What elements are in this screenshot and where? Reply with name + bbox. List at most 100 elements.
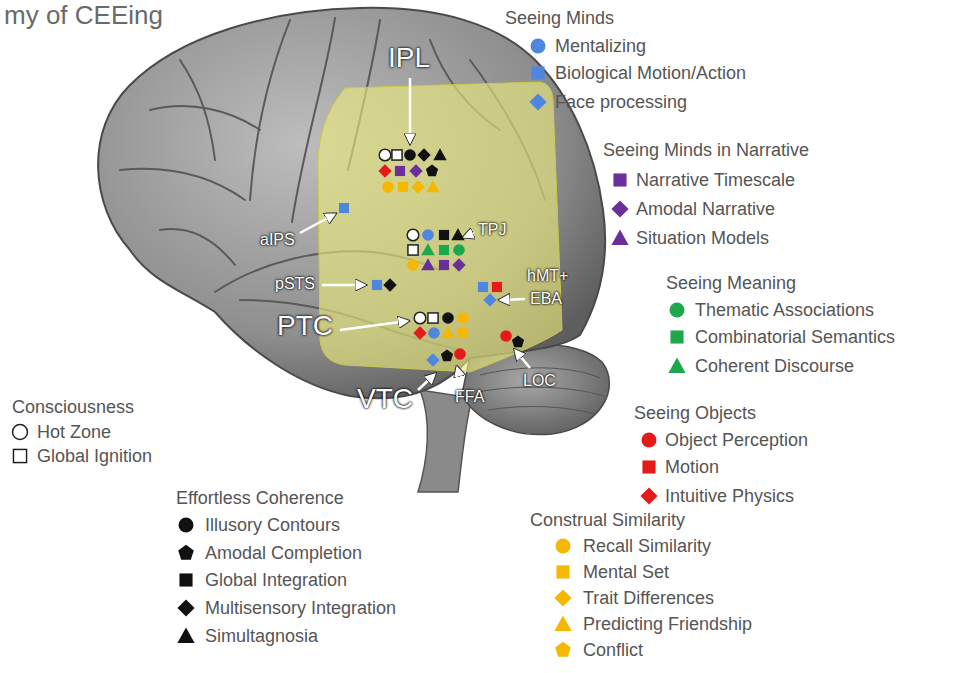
legend-swatch [176, 598, 196, 618]
legend-swatch [610, 170, 630, 190]
leader-arrows [300, 78, 530, 390]
cerebrum [98, 8, 605, 399]
finding-marker [457, 312, 469, 324]
finding-marker [426, 180, 439, 192]
finding-marker [413, 326, 426, 339]
region-label: PTC [277, 310, 333, 342]
legend-swatch [10, 446, 30, 466]
legend-swatch [176, 570, 196, 590]
finding-marker [428, 313, 438, 323]
finding-marker [492, 282, 502, 292]
legend-entry: Mentalizing [555, 36, 646, 57]
finding-marker [379, 149, 391, 161]
legend-swatch [553, 588, 573, 608]
legend-entry: Hot Zone [37, 422, 111, 443]
legend-swatch [176, 543, 196, 563]
legend-entry: Narrative Timescale [636, 170, 795, 191]
legend-swatch [639, 486, 659, 506]
finding-marker [421, 243, 434, 255]
legend-swatch [610, 228, 630, 248]
region-label: LOC [523, 372, 556, 390]
legend-entry: Predicting Friendship [583, 614, 752, 635]
highlight-region [318, 82, 562, 372]
legend-swatch [553, 640, 573, 660]
page-title: my of CEEing [4, 1, 163, 31]
legend-entry: Face processing [555, 92, 687, 113]
finding-marker [451, 228, 464, 240]
region-label: IPL [388, 42, 430, 74]
legend-entry: Simultagnosia [205, 626, 318, 647]
legend-swatch [639, 457, 659, 477]
legend-entry: Global Ignition [37, 446, 152, 467]
region-label: VTC [357, 383, 413, 415]
finding-marker [382, 181, 394, 193]
legend-heading: Seeing Minds in Narrative [603, 140, 809, 161]
finding-marker [426, 165, 438, 177]
finding-marker [411, 180, 424, 193]
finding-marker [441, 326, 454, 338]
legend-swatch [553, 562, 573, 582]
finding-marker [414, 312, 426, 324]
finding-marker [478, 282, 488, 292]
legend-swatch [10, 422, 30, 442]
legend-heading: Seeing Objects [634, 403, 756, 424]
finding-marker [439, 245, 449, 255]
finding-marker [392, 150, 402, 160]
legend-entry: Coherent Discourse [695, 356, 854, 377]
finding-marker [422, 229, 434, 241]
legend-swatch [639, 430, 659, 450]
legend-entry: Mental Set [583, 562, 669, 583]
finding-marker [383, 278, 396, 291]
legend-swatch [610, 199, 630, 219]
finding-marker [417, 148, 430, 161]
legend-entry: Motion [665, 457, 719, 478]
finding-marker [395, 166, 405, 176]
region-label: EBA [530, 290, 562, 308]
legend-entry: Trait Differences [583, 588, 714, 609]
finding-marker [454, 348, 466, 360]
finding-marker [407, 229, 419, 241]
legend-swatch [667, 327, 687, 347]
legend-swatch [667, 300, 687, 320]
finding-marker [408, 245, 418, 255]
region-label: pSTS [275, 275, 315, 293]
finding-marker [483, 293, 496, 306]
legend-entry: Combinatorial Semantics [695, 327, 895, 348]
legend-entry: Thematic Associations [695, 300, 874, 321]
legend-entry: Object Perception [665, 430, 808, 451]
legend-heading: Seeing Meaning [666, 273, 796, 294]
finding-marker [339, 203, 349, 213]
region-label: FFA [455, 388, 484, 406]
finding-markers [339, 148, 524, 366]
finding-marker [428, 327, 440, 339]
legend-swatch [528, 63, 548, 83]
brain-stem [418, 390, 472, 492]
finding-marker [442, 312, 454, 324]
finding-marker [404, 149, 416, 161]
region-label: TPJ [478, 221, 506, 239]
legend-heading: Consciousness [12, 397, 134, 418]
finding-marker [441, 350, 453, 362]
legend-heading: Construal Similarity [530, 510, 685, 531]
legend-heading: Seeing Minds [505, 8, 614, 29]
legend-entry: Global Integration [205, 570, 347, 591]
legend-entry: Intuitive Physics [665, 486, 794, 507]
finding-marker [500, 330, 512, 342]
finding-marker [453, 244, 465, 256]
legend-swatch [528, 36, 548, 56]
legend-swatch [553, 614, 573, 634]
legend-swatch [553, 536, 573, 556]
cerebellum-folds [478, 368, 604, 414]
region-label: hMT+ [527, 267, 568, 285]
legend-entry: Recall Similarity [583, 536, 711, 557]
legend-entry: Conflict [583, 640, 643, 661]
legend-swatch [176, 626, 196, 646]
finding-marker [512, 336, 524, 348]
finding-marker [439, 260, 449, 270]
finding-marker [439, 230, 449, 240]
legend-swatch [528, 92, 548, 112]
legend-entry: Biological Motion/Action [555, 63, 746, 84]
legend-entry: Amodal Completion [205, 543, 362, 564]
finding-marker [409, 164, 422, 177]
finding-marker [421, 258, 434, 270]
